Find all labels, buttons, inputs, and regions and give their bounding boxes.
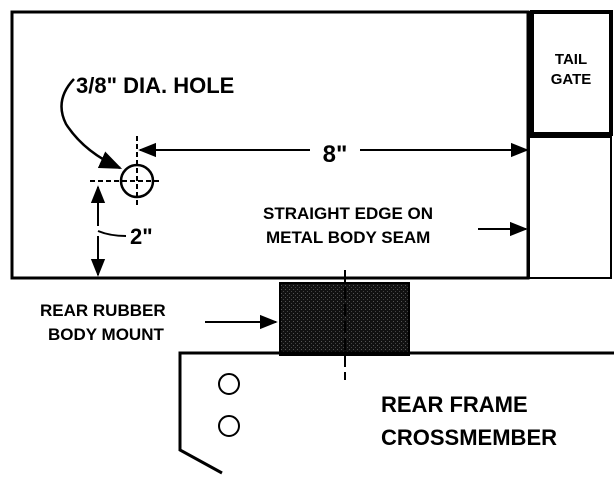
frame-crossmember bbox=[178, 351, 614, 475]
hole-leader-arrow bbox=[60, 78, 123, 170]
tailgate-label-line1: TAIL bbox=[555, 51, 587, 68]
frame-label-line1: REAR FRAME bbox=[381, 392, 528, 417]
tailgate-box bbox=[530, 10, 613, 136]
tailgate-label-line2: GATE bbox=[551, 71, 592, 88]
straight-edge-label-line1: STRAIGHT EDGE ON bbox=[263, 204, 433, 223]
dim-8-label: 8" bbox=[323, 141, 348, 168]
straight-edge-label-line2: METAL BODY SEAM bbox=[266, 228, 430, 247]
mount-label-line1: REAR RUBBER bbox=[40, 301, 166, 320]
dim-2-label: 2" bbox=[130, 224, 153, 249]
frame-hole-upper bbox=[218, 373, 240, 395]
frame-label-line2: CROSSMEMBER bbox=[381, 425, 557, 450]
hole-label: 3/8" DIA. HOLE bbox=[76, 73, 234, 98]
mount-label-line2: BODY MOUNT bbox=[48, 325, 164, 344]
dim-2-leader bbox=[97, 230, 127, 237]
frame-hole-lower bbox=[218, 415, 240, 437]
